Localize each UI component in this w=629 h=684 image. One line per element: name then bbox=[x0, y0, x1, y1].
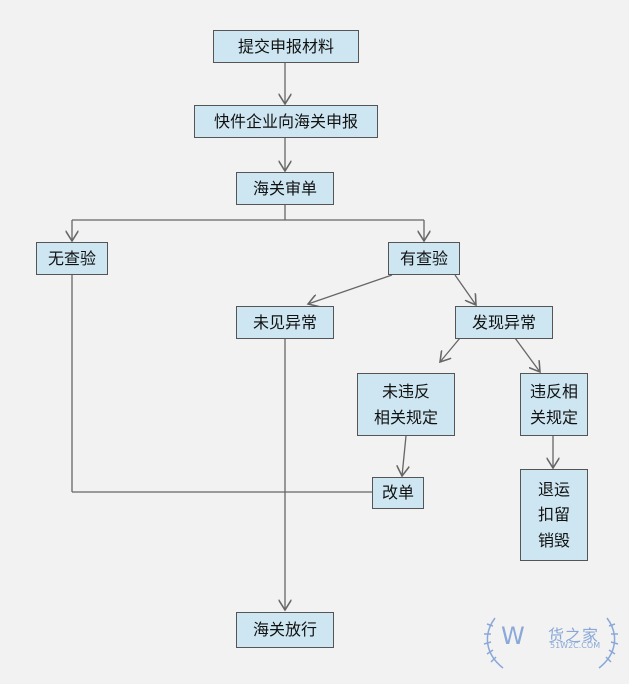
watermark-brand: 货之家 bbox=[548, 626, 600, 645]
watermark-url: 51W2C.COM bbox=[550, 641, 601, 650]
node-release: 海关放行 bbox=[236, 612, 334, 648]
node-no-inspection: 无查验 bbox=[36, 242, 108, 275]
node-violating: 违反相 关规定 bbox=[520, 373, 588, 436]
arrow-inspection-no-anomaly bbox=[308, 274, 393, 304]
watermark-laurel-logo: W bbox=[483, 617, 619, 669]
node-review: 海关审单 bbox=[236, 172, 334, 205]
node-not-violating: 未违反 相关规定 bbox=[357, 373, 455, 436]
node-declare: 快件企业向海关申报 bbox=[194, 105, 378, 138]
node-submit: 提交申报材料 bbox=[213, 30, 359, 63]
arrow-not-violating-amend bbox=[402, 435, 406, 476]
arrow-anomaly-violating bbox=[514, 337, 540, 372]
node-return: 退运 扣留 销毁 bbox=[520, 469, 588, 561]
node-no-anomaly: 未见异常 bbox=[236, 306, 334, 339]
arrow-inspection-anomaly bbox=[454, 274, 476, 305]
arrow-anomaly-not-violating bbox=[440, 337, 461, 362]
watermark-w-icon: W bbox=[501, 622, 525, 650]
node-anomaly: 发现异常 bbox=[455, 306, 553, 339]
node-amend: 改单 bbox=[372, 477, 424, 509]
node-inspection: 有查验 bbox=[388, 242, 460, 275]
